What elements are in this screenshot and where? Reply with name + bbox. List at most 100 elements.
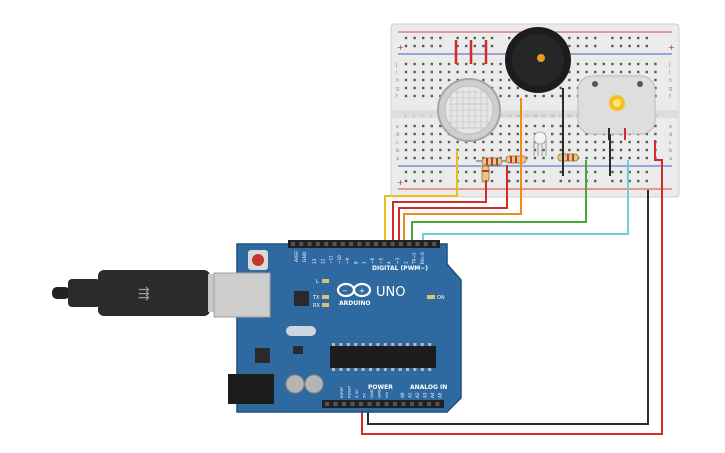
breadboard-hole bbox=[568, 78, 571, 82]
resistor-2[interactable] bbox=[505, 155, 527, 164]
breadboard-hole bbox=[602, 62, 605, 66]
breadboard-hole bbox=[594, 156, 597, 160]
column-number: 3 bbox=[421, 114, 423, 118]
breadboard-hole bbox=[628, 156, 631, 160]
header-pin[interactable] bbox=[435, 402, 440, 406]
header-pin[interactable] bbox=[407, 242, 412, 246]
header-pin[interactable] bbox=[390, 242, 395, 246]
column-number: 1 bbox=[404, 114, 406, 118]
breadboard-hole bbox=[430, 179, 433, 183]
breadboard-hole bbox=[413, 170, 416, 174]
chip-pin bbox=[383, 368, 387, 371]
breadboard-hole bbox=[525, 170, 528, 174]
header-pin[interactable] bbox=[418, 402, 423, 406]
header-pin[interactable] bbox=[432, 242, 437, 246]
row-letter: e bbox=[396, 124, 399, 130]
breadboard-hole bbox=[490, 78, 494, 82]
breadboard-hole bbox=[508, 124, 511, 128]
breadboard-hole bbox=[645, 156, 648, 160]
piezo-buzzer[interactable] bbox=[505, 27, 571, 93]
header-pin[interactable] bbox=[410, 402, 414, 406]
header-pin[interactable] bbox=[382, 242, 387, 246]
breadboard-hole bbox=[637, 44, 640, 48]
header-pin[interactable] bbox=[374, 242, 378, 246]
power-pin-label: GND bbox=[377, 389, 382, 398]
header-pin[interactable] bbox=[332, 242, 337, 246]
capacitor bbox=[304, 374, 324, 394]
header-pin[interactable] bbox=[307, 242, 312, 246]
header-pin[interactable] bbox=[427, 402, 431, 406]
resistor-band bbox=[572, 154, 574, 161]
capacitor bbox=[285, 374, 305, 394]
wire-black-gnd[interactable] bbox=[367, 190, 649, 425]
atmega-chip bbox=[330, 346, 436, 368]
reset-button[interactable] bbox=[252, 254, 264, 266]
breadboard-hole bbox=[465, 70, 468, 74]
header-pin[interactable] bbox=[398, 242, 403, 246]
bottom-header bbox=[322, 400, 444, 408]
usb-cable[interactable]: ⇶ bbox=[52, 270, 238, 316]
resistor-3[interactable] bbox=[557, 153, 579, 162]
header-pin[interactable] bbox=[299, 242, 304, 246]
wire-red-pin[interactable] bbox=[398, 165, 508, 242]
breadboard-hole bbox=[594, 44, 597, 48]
breadboard-hole bbox=[611, 44, 614, 48]
header-pin[interactable] bbox=[393, 402, 397, 406]
header-pin[interactable] bbox=[349, 242, 354, 246]
resistor-4[interactable] bbox=[481, 165, 490, 183]
header-pin[interactable] bbox=[423, 242, 428, 246]
chip-pin bbox=[413, 368, 417, 371]
chip-pin bbox=[339, 343, 343, 346]
header-pin[interactable] bbox=[376, 402, 380, 406]
header-pin[interactable] bbox=[415, 242, 420, 246]
rgb-led[interactable] bbox=[533, 131, 547, 156]
wire-red-5v[interactable] bbox=[361, 140, 663, 435]
chip-pin bbox=[428, 343, 432, 346]
breadboard-hole bbox=[499, 148, 502, 152]
breadboard-hole bbox=[473, 36, 476, 40]
buzzer-hole bbox=[537, 54, 545, 62]
header-pin[interactable] bbox=[291, 242, 295, 246]
header-pin[interactable] bbox=[315, 242, 320, 246]
header-pin[interactable] bbox=[342, 402, 346, 406]
header-pin[interactable] bbox=[324, 242, 329, 246]
header-pin[interactable] bbox=[333, 402, 338, 406]
dc-motor[interactable] bbox=[577, 75, 656, 140]
breadboard-hole bbox=[482, 36, 485, 40]
breadboard-hole bbox=[482, 62, 485, 66]
chip-pin bbox=[354, 343, 358, 346]
wire-red-pin[interactable] bbox=[392, 180, 487, 242]
header-pin[interactable] bbox=[365, 242, 370, 246]
wire-orange[interactable] bbox=[403, 98, 522, 242]
breadboard-hole bbox=[637, 170, 640, 174]
header-pin[interactable] bbox=[357, 242, 362, 246]
chip-pin bbox=[339, 368, 343, 371]
header-pin[interactable] bbox=[367, 402, 372, 406]
header-pin[interactable] bbox=[401, 402, 406, 406]
breadboard-hole bbox=[499, 62, 502, 66]
header-pin[interactable] bbox=[350, 402, 355, 406]
header-pin[interactable] bbox=[384, 402, 389, 406]
breadboard-hole bbox=[456, 44, 459, 48]
chip-pin bbox=[383, 343, 387, 346]
row-letter: d bbox=[396, 132, 399, 138]
breadboard-hole bbox=[585, 156, 588, 160]
breadboard-hole bbox=[404, 36, 408, 40]
breadboard-hole bbox=[576, 62, 580, 66]
breadboard-hole bbox=[594, 148, 597, 152]
wire-green[interactable] bbox=[411, 160, 587, 242]
breadboard-hole bbox=[645, 140, 648, 144]
breadboard-hole bbox=[551, 148, 554, 152]
breadboard-hole bbox=[439, 132, 442, 136]
gas-sensor[interactable] bbox=[437, 78, 501, 142]
header-pin[interactable] bbox=[359, 402, 363, 406]
breadboard-hole bbox=[568, 36, 571, 40]
header-pin[interactable] bbox=[340, 242, 345, 246]
column-number: 13 bbox=[507, 114, 511, 118]
power-section-label: POWER bbox=[368, 384, 393, 391]
resistor-1[interactable] bbox=[476, 157, 508, 166]
wire-cyan[interactable] bbox=[422, 160, 629, 242]
digital-pin-label: 12 bbox=[320, 258, 325, 264]
header-pin[interactable] bbox=[325, 402, 329, 406]
